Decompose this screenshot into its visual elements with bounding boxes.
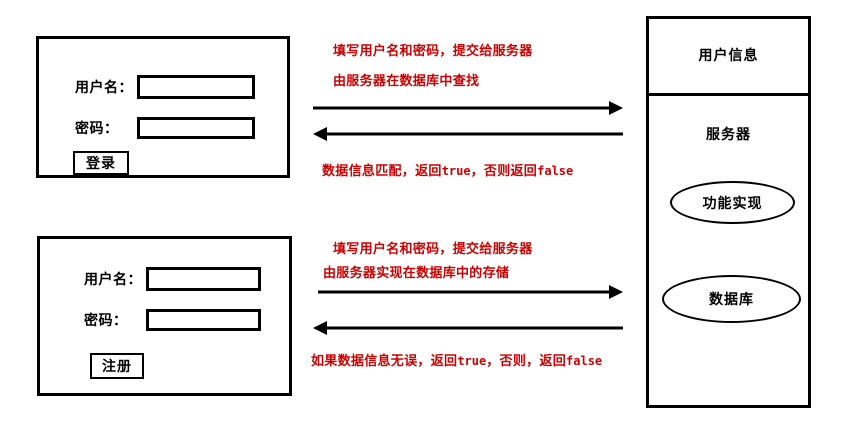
login-response-arrow: [313, 127, 623, 141]
login-response-annotation: 数据信息匹配，返回true，否则返回false: [322, 160, 573, 179]
login-username-label: 用户名：: [75, 80, 133, 96]
register-username-input[interactable]: [146, 267, 261, 291]
login-username-row: 用户名：: [75, 75, 255, 99]
server-panel-divider: [646, 93, 811, 96]
register-request-arrow: [318, 285, 623, 299]
login-request-annotation-line2: 由服务器在数据库中查找: [333, 74, 480, 89]
register-response-prefix: 如果数据信息无误，返回: [311, 354, 458, 369]
login-response-true: true: [441, 164, 471, 178]
register-username-label: 用户名：: [84, 272, 142, 288]
server-panel-header: 用户信息: [698, 48, 759, 64]
register-submit-button[interactable]: 注册: [90, 353, 144, 379]
login-username-input[interactable]: [137, 75, 255, 99]
login-password-input[interactable]: [136, 117, 255, 139]
login-request-annotation-line1: 填写用户名和密码，提交给服务器: [333, 44, 533, 59]
register-password-label: 密码：: [84, 313, 128, 329]
login-password-row: 密码：: [75, 117, 255, 139]
register-response-true: true: [457, 354, 487, 368]
login-response-middle: ，否则返回: [470, 164, 538, 179]
server-panel: 用户信息 服务器 功能实现 数据库: [646, 16, 811, 408]
login-request-arrow: [313, 101, 623, 115]
register-response-arrow: [313, 321, 623, 335]
register-password-input[interactable]: [145, 309, 261, 331]
login-submit-button[interactable]: 登录: [73, 151, 129, 175]
server-node-function: 功能实现: [670, 181, 795, 224]
login-response-prefix: 数据信息匹配，返回: [322, 164, 442, 179]
register-response-middle: ，否则，返回: [486, 354, 567, 369]
login-password-label: 密码：: [75, 121, 119, 137]
register-request-annotation-line1: 填写用户名和密码，提交给服务器: [333, 242, 533, 257]
register-response-annotation: 如果数据信息无误，返回true，否则，返回false: [311, 350, 602, 369]
register-response-false: false: [566, 354, 603, 368]
server-panel-subtitle: 服务器: [706, 127, 751, 143]
server-node-database: 数据库: [662, 275, 801, 323]
login-client-box: 用户名： 密码： 登录: [36, 36, 290, 178]
register-client-box: 用户名： 密码： 注册: [37, 236, 292, 396]
register-username-row: 用户名：: [84, 267, 261, 291]
register-request-annotation-line2: 由服务器实现在数据库中的存储: [323, 266, 510, 281]
register-password-row: 密码：: [84, 309, 261, 331]
login-response-false: false: [537, 164, 574, 178]
